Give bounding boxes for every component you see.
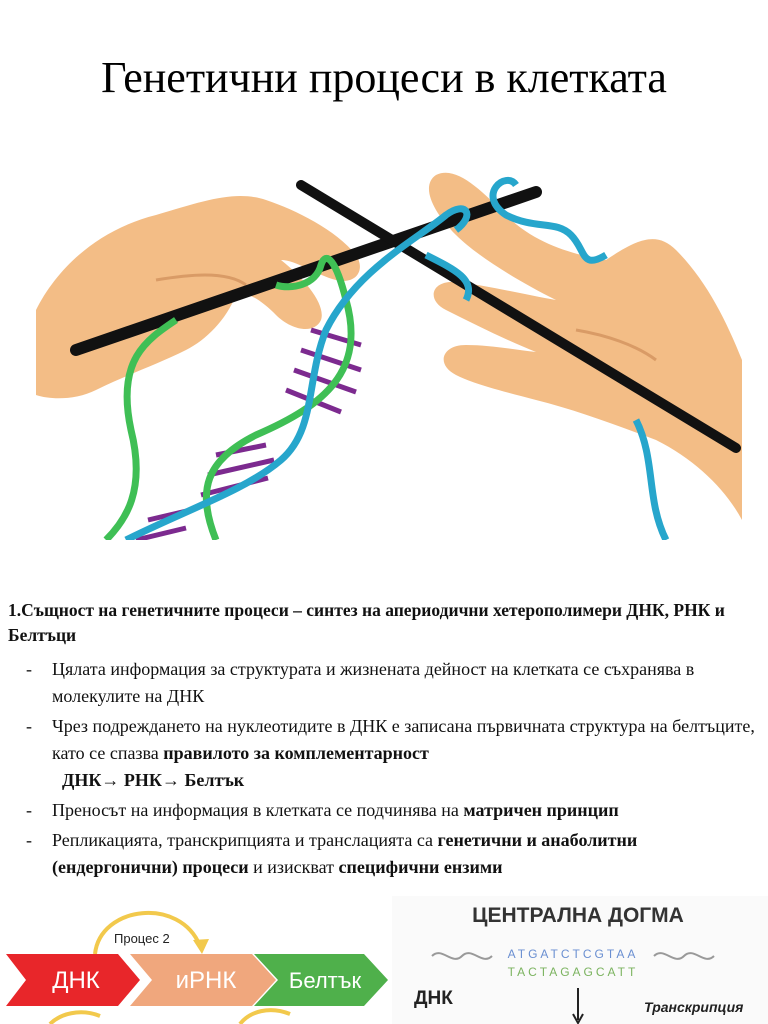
knitting-needle-left (70, 186, 542, 356)
bullet-item: - Преносът на информация в клетката се п… (26, 800, 619, 820)
transcription-label: Транскрипция (644, 999, 743, 1015)
bottom-strand: TACTAGAGCATT (508, 965, 639, 979)
central-dogma-diagram: ЦЕНТРАЛНА ДОГМА ATGATCTCGTAA TACTAGAGCAT… (392, 896, 768, 1024)
dna-stage-arrow (6, 954, 140, 1006)
process-label: Процес 2 (114, 931, 170, 946)
left-hand (36, 195, 360, 399)
dna-strand-green (103, 255, 355, 540)
dna-knitting-illustration (36, 172, 742, 540)
bullet-item: - Чрез подреждането на нуклеотидите в ДН… (26, 716, 755, 790)
dna-stage-label: ДНК (52, 967, 100, 994)
bullet-item: - Репликацията, транскрипцията и трансла… (26, 830, 638, 877)
section-heading: 1.Същност на генетичните процеси – синте… (8, 600, 725, 645)
right-hand (428, 172, 742, 520)
knitting-needle-right (296, 180, 741, 453)
protein-stage-arrow (254, 954, 388, 1006)
page-title: Генетични процеси в клетката (101, 53, 667, 102)
bullet-item: - Цялата информация за структурата и жиз… (26, 659, 695, 706)
protein-stage-label: Белтък (289, 968, 362, 993)
flow-diagram: Процес 2 ДНК иРНК Белтък (6, 911, 388, 1024)
rna-stage-arrow (130, 954, 276, 1006)
rna-stage-label: иРНК (176, 967, 237, 994)
dna-helix-right (653, 952, 715, 960)
process-arc (93, 911, 202, 955)
dna-helix-left (431, 952, 493, 960)
dna-label: ДНК (414, 988, 453, 1009)
dna-strand-blue (124, 176, 670, 540)
central-dogma-title: ЦЕНТРАЛНА ДОГМА (472, 904, 684, 927)
bullet-list: - Цялата информация за структурата и жиз… (0, 656, 760, 884)
top-strand: ATGATCTCGTAA (508, 947, 639, 961)
